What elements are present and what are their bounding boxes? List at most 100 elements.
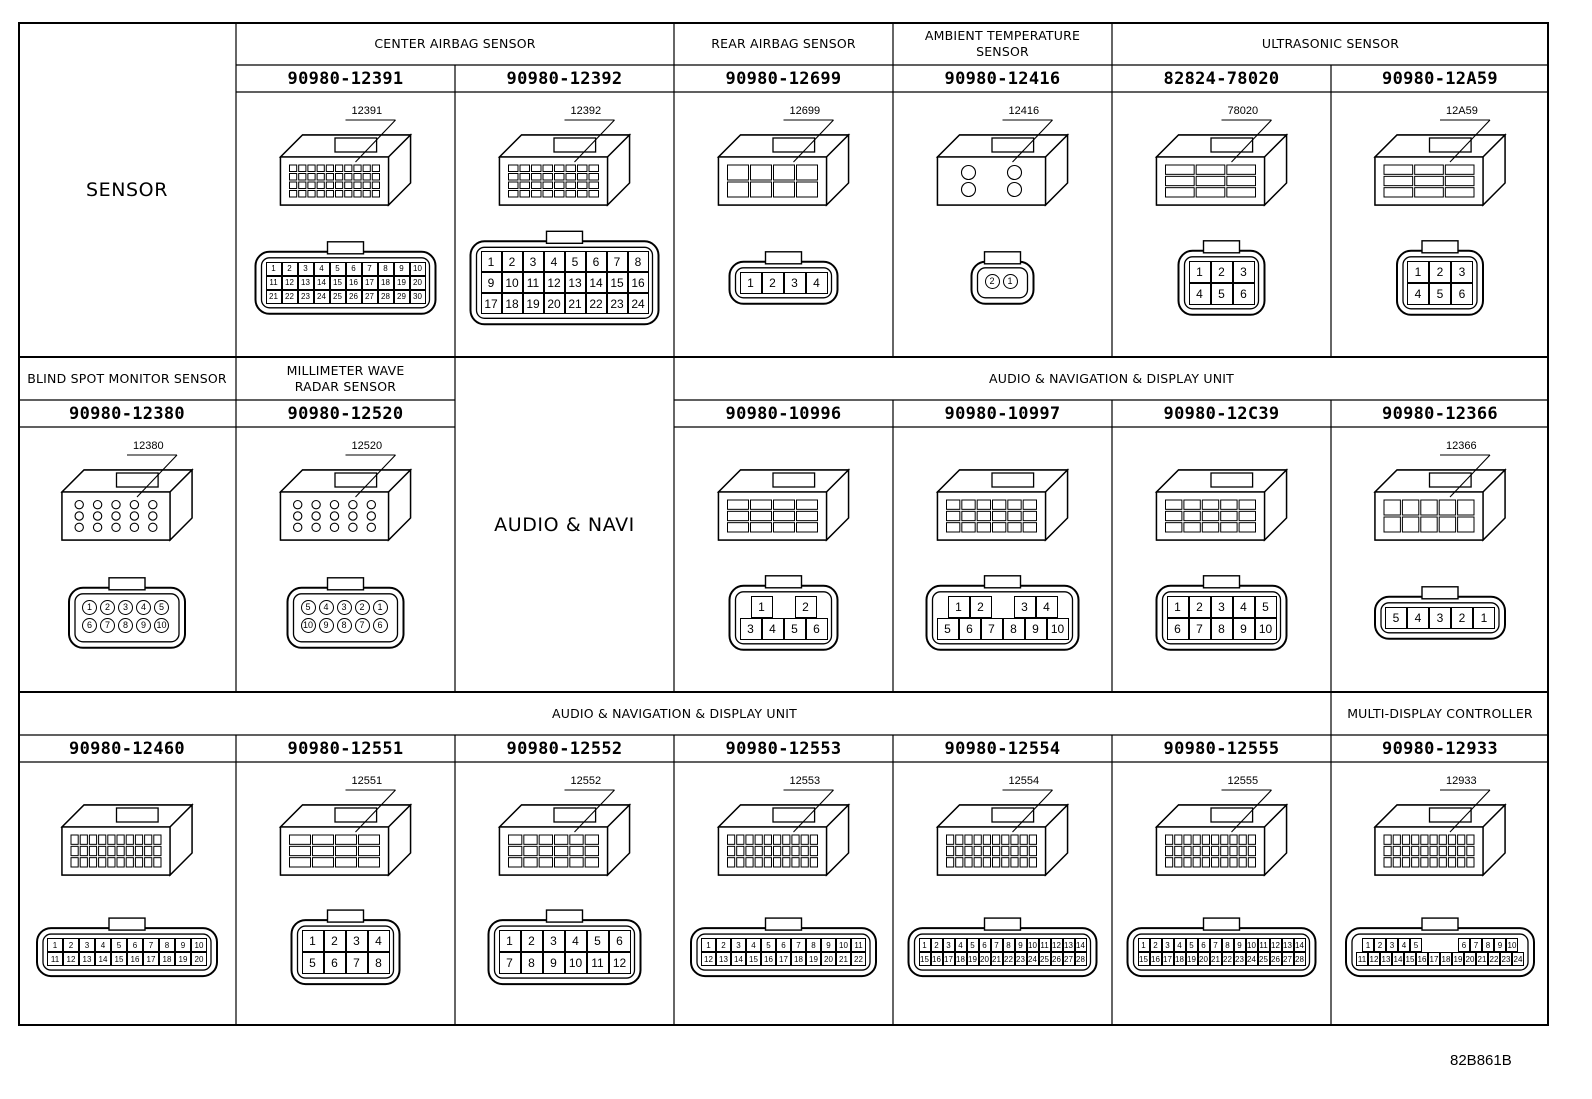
pin-number: 8 <box>1221 938 1234 953</box>
connector-sheet: SENSOR CENTER AIRBAG SENSOR REAR AIRBAG … <box>18 22 1549 1026</box>
pin-number: 7 <box>345 952 368 975</box>
pin-number: 27 <box>1281 952 1294 967</box>
pin-number: 5 <box>154 599 169 615</box>
pin-number: 18 <box>501 293 523 315</box>
pin-number: 11 <box>522 272 544 294</box>
pin-number: 6 <box>1166 617 1189 640</box>
pin-number: 11 <box>1038 938 1051 953</box>
pin-number: 22 <box>1221 952 1234 967</box>
pin-number: 8 <box>806 938 821 953</box>
pin-number: 22 <box>585 293 607 315</box>
pin-number: 1 <box>1188 260 1211 283</box>
pin-number: 14 <box>731 952 746 967</box>
pin-number: 23 <box>1233 952 1246 967</box>
pin-number: 17 <box>1428 952 1440 967</box>
pin-number: 9 <box>393 261 410 276</box>
pin-number: 4 <box>1398 938 1410 953</box>
pin-number: 21 <box>265 289 282 304</box>
callout-label: 12A59 <box>1446 105 1478 117</box>
pin-number: 20 <box>1197 952 1210 967</box>
pin-number: 4 <box>313 261 330 276</box>
pin-number: 4 <box>1035 595 1058 618</box>
pin-number: 15 <box>1404 952 1416 967</box>
pin-number: 21 <box>990 952 1003 967</box>
group-ambient-temperature-sensor: AMBIENT TEMPERATURE SENSOR <box>924 27 1081 59</box>
pin-number: 5 <box>111 938 127 953</box>
pin-number: 7 <box>606 251 628 273</box>
pin-number: 28 <box>1293 952 1306 967</box>
pin-number: 19 <box>1185 952 1198 967</box>
pin-number: 23 <box>1500 952 1512 967</box>
pin-number: 11 <box>851 938 866 953</box>
pin-number: 5 <box>761 938 776 953</box>
pin-number: 1 <box>480 251 502 273</box>
pin-number: 15 <box>111 952 127 967</box>
pin-number: 11 <box>1257 938 1270 953</box>
pin-number: 21 <box>564 293 586 315</box>
sheet-frame <box>18 22 1549 1026</box>
pin-number: 23 <box>1014 952 1027 967</box>
pin-number: 28 <box>1074 952 1087 967</box>
connector-drawing <box>60 454 194 649</box>
pin-number: 2 <box>1149 938 1162 953</box>
callout-label: 12933 <box>1446 775 1477 787</box>
pin-number: 11 <box>265 275 282 290</box>
pin-number: 18 <box>954 952 967 967</box>
pin-number: 3 <box>297 261 314 276</box>
pin-number: 9 <box>1024 617 1047 640</box>
pin-number: 24 <box>627 293 649 315</box>
pin-number: 17 <box>1161 952 1174 967</box>
pin-number: 8 <box>520 952 543 975</box>
pin-number: 6 <box>323 952 346 975</box>
callout-label: 12551 <box>351 775 383 787</box>
pin-number: 12 <box>281 275 298 290</box>
pin-number: 8 <box>1002 617 1025 640</box>
pin-number: 15 <box>329 275 346 290</box>
pin-number: 9 <box>136 617 151 633</box>
part-number: 90980-12933 <box>1382 738 1498 759</box>
group-center-airbag-sensor: CENTER AIRBAG SENSOR <box>374 35 536 51</box>
pin-number: 24 <box>1026 952 1039 967</box>
pin-number: 20 <box>543 293 565 315</box>
part-number: 90980-12366 <box>1382 403 1498 424</box>
pin-number: 20 <box>978 952 991 967</box>
pin-number: 2 <box>930 938 943 953</box>
pin-number: 8 <box>377 261 394 276</box>
pin-number: 10 <box>1026 938 1039 953</box>
pin-number: 30 <box>409 289 426 304</box>
drawing-code: 82B861B <box>1450 1052 1512 1069</box>
pin-number: 15 <box>1137 952 1150 967</box>
group-audio-navi: AUDIO & NAVI <box>494 513 635 536</box>
pin-number: 1 <box>1362 938 1374 953</box>
pin-number: 3 <box>345 930 368 953</box>
pin-number: 4 <box>318 599 334 615</box>
sheet-lines <box>18 22 1549 1026</box>
pin-number: 9 <box>175 938 191 953</box>
pin-number: 11 <box>586 952 609 975</box>
pin-number: 1 <box>1407 260 1429 283</box>
part-number: 90980-12552 <box>506 738 623 759</box>
callout-label: 12520 <box>351 440 383 452</box>
pin-number: 3 <box>783 271 806 294</box>
pin-number: 10 <box>501 272 523 294</box>
pin-number: 12 <box>701 952 716 967</box>
group-multi-display-controller: MULTI-DISPLAY CONTROLLER <box>1347 705 1533 721</box>
pin-number: 7 <box>354 617 370 633</box>
pin-number: 19 <box>966 952 979 967</box>
pin-number: 9 <box>480 272 502 294</box>
pin-number: 5 <box>936 617 959 640</box>
pin-number <box>1446 938 1458 953</box>
pin-number: 20 <box>821 952 836 967</box>
pin-number: 6 <box>82 617 97 633</box>
